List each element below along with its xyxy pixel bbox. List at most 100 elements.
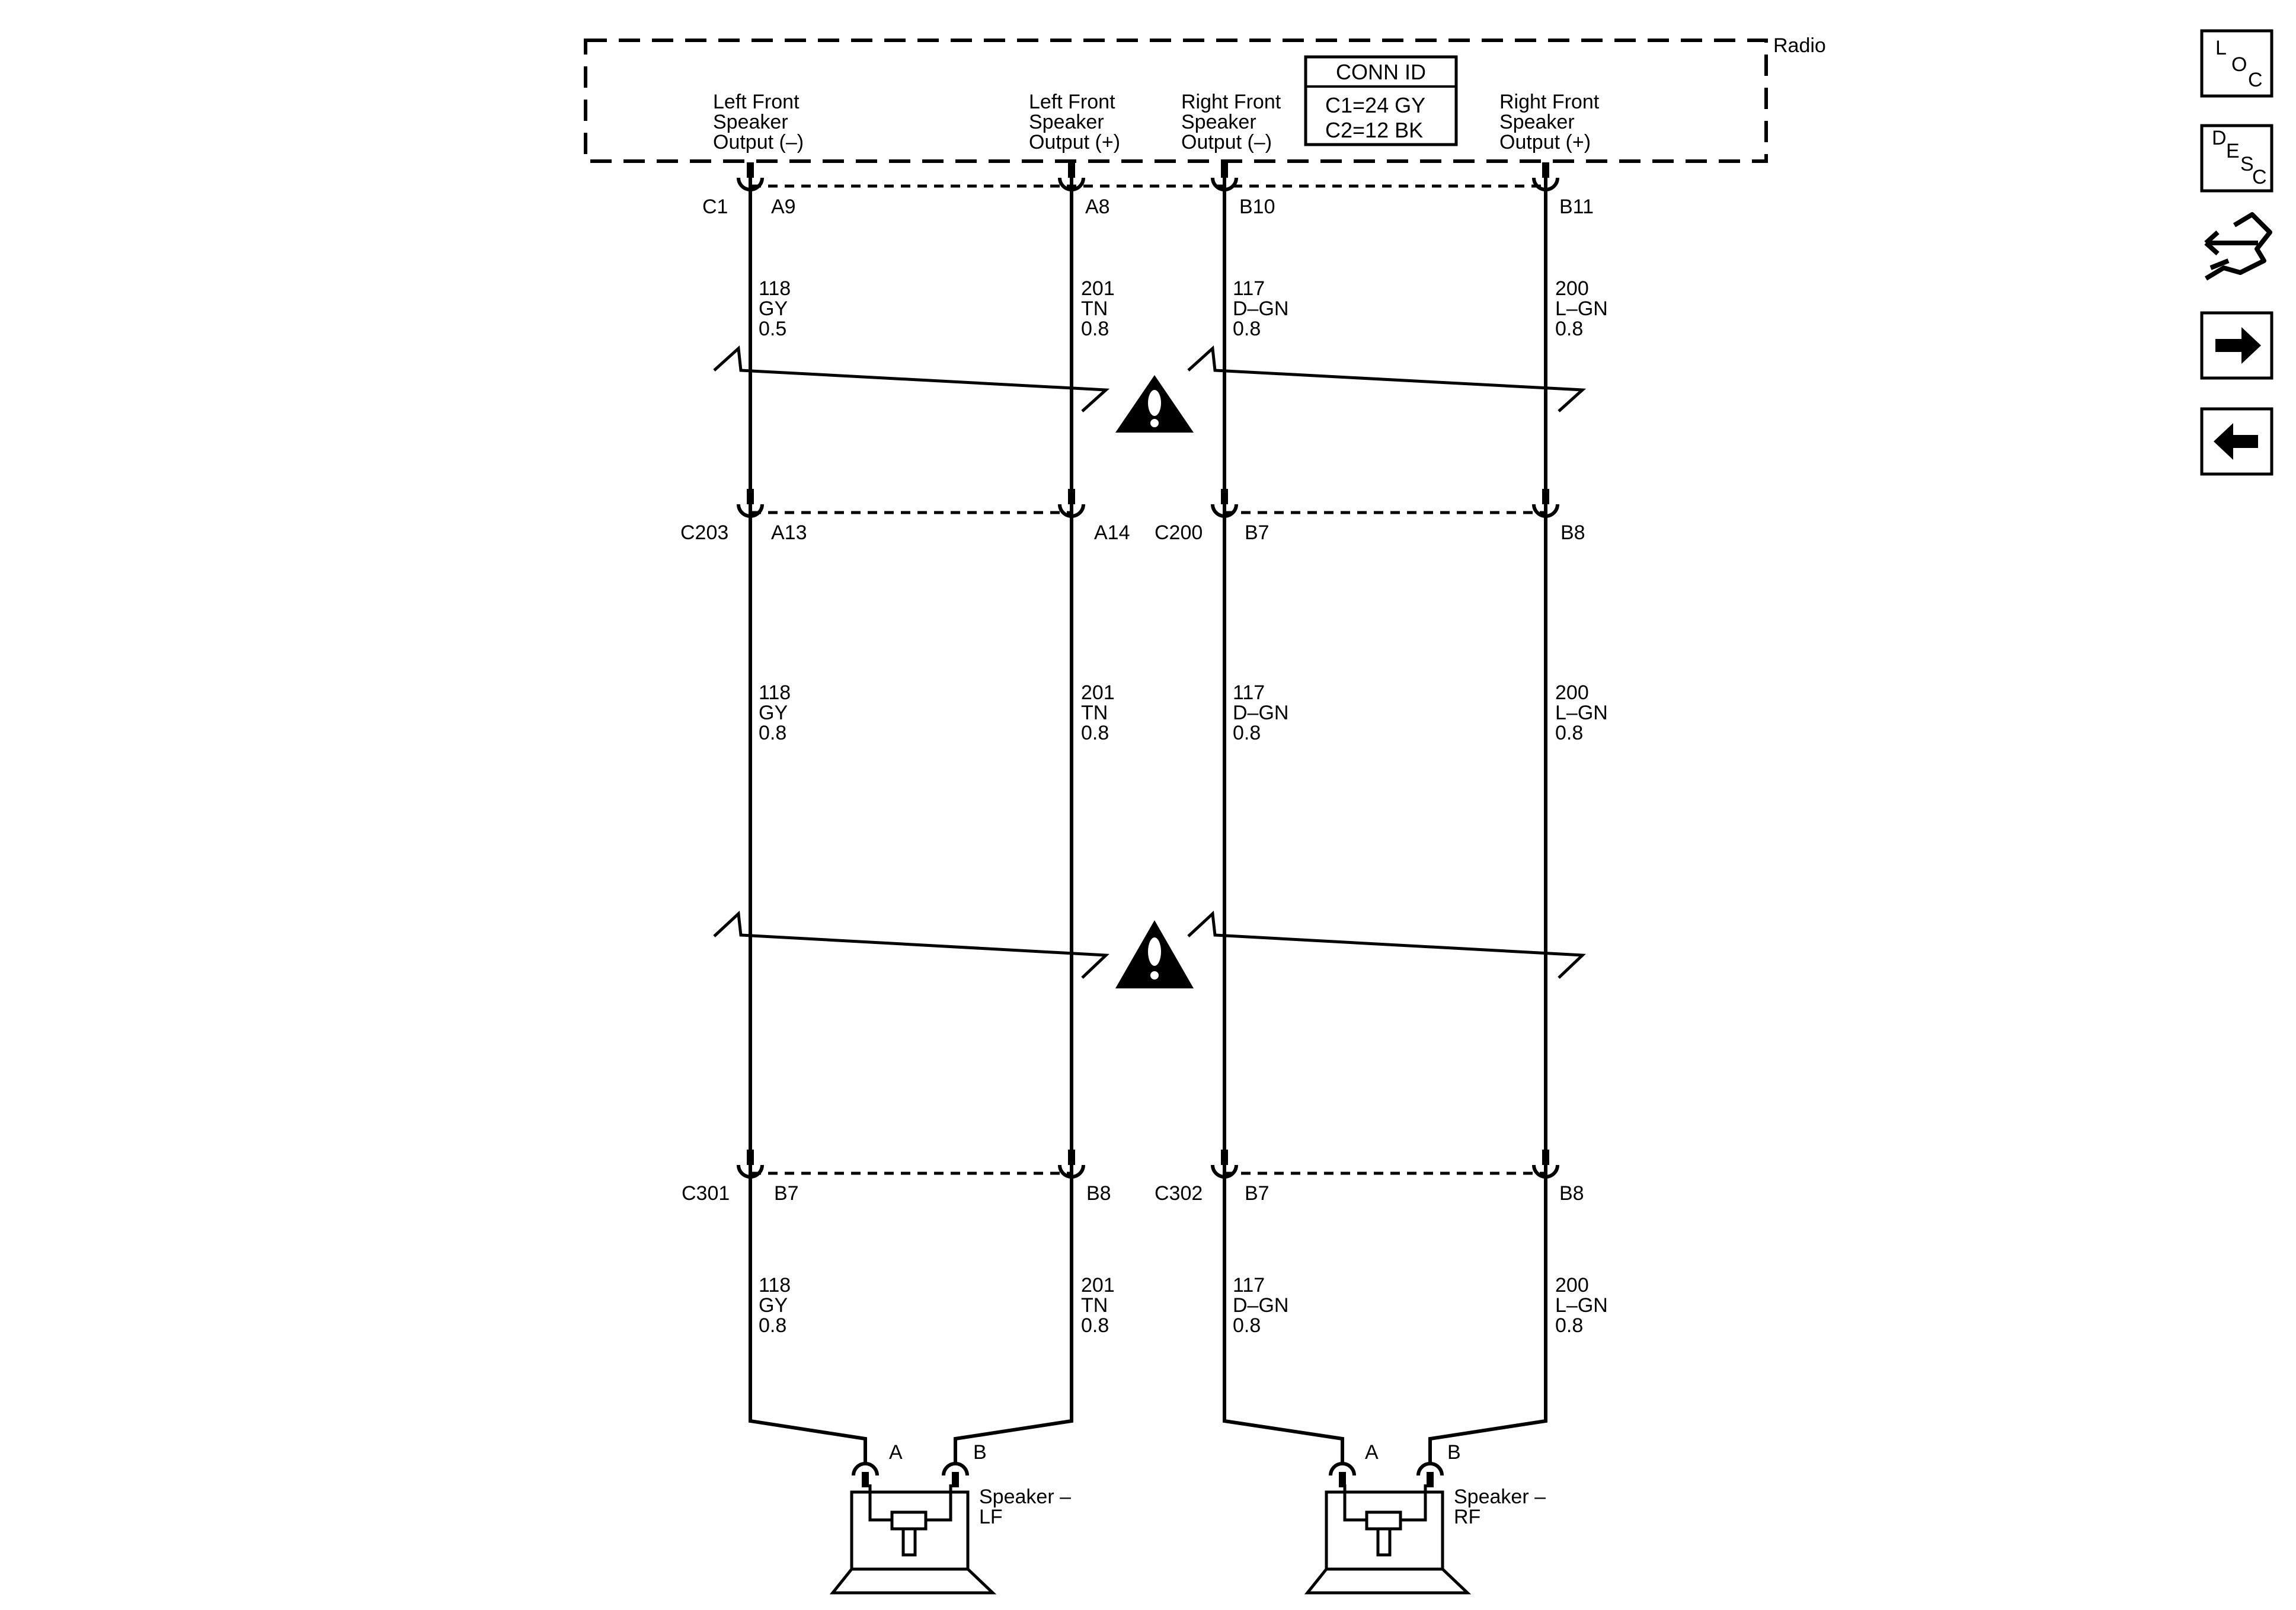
svg-text:Output (–): Output (–) [1181,131,1272,153]
svg-text:Right Front: Right Front [1181,91,1281,113]
speaker-pin-b: B [1447,1441,1461,1464]
pin-label: B11 [1559,196,1594,218]
caution-icon [1115,375,1194,433]
speaker-pin-b: B [973,1441,987,1464]
svg-text:O: O [2231,53,2247,76]
terminal-cup [1058,177,1085,191]
speaker-label: Speaker – [1454,1486,1546,1508]
terminal-pin [747,162,754,178]
svg-text:Output (+): Output (+) [1499,131,1591,153]
svg-text:200: 200 [1555,277,1589,300]
terminal-cup [1211,1164,1238,1179]
terminal-pin [1068,162,1075,178]
terminal-cup [737,177,764,191]
terminal-pin [862,1472,869,1487]
svg-text:S: S [2240,153,2254,175]
svg-text:TN: TN [1081,1294,1108,1317]
terminal-pin [1339,1472,1346,1487]
terminal-pin [1427,1472,1434,1487]
terminal-cup [1058,1164,1085,1179]
svg-text:118: 118 [759,681,791,704]
svg-text:0.8: 0.8 [1233,1314,1261,1337]
loc-icon[interactable]: L O C [2200,29,2273,98]
svg-text:200: 200 [1555,1274,1589,1297]
wire-rf-neg [1223,178,1344,1464]
terminal-pin [1221,489,1228,504]
wire-lf-pos [954,178,1073,1464]
svg-text:Speaker: Speaker [713,111,788,133]
radio-label: Radio [1773,34,1826,57]
terminal-pin [1542,489,1549,504]
desc-icon[interactable]: D E S C [2200,124,2273,193]
svg-text:TN: TN [1081,702,1108,724]
svg-text:201: 201 [1081,277,1115,300]
next-arrow-icon[interactable] [2200,311,2273,380]
svg-text:117: 117 [1233,277,1265,300]
svg-text:118: 118 [759,1274,791,1297]
pin-label: B7 [774,1182,799,1205]
terminal-pin [747,489,754,504]
back-arrow-icon[interactable] [2200,407,2273,476]
conn-id-line-2: C2=12 BK [1325,118,1423,142]
terminal-pin [1221,162,1228,178]
speaker-pin-a: A [1365,1441,1379,1464]
pin-label: A9 [771,196,796,218]
terminal-cup [1416,1462,1444,1476]
twisted-pair-symbol [713,345,1587,979]
connector-name-c301: C301 [682,1182,730,1205]
terminal-cup [1058,504,1085,518]
svg-text:117: 117 [1233,1274,1265,1297]
svg-text:Speaker: Speaker [1029,111,1104,133]
terminal-cup [1329,1462,1356,1476]
conn-id-box: CONN ID C1=24 GY C2=12 BK [1304,55,1458,146]
terminal-pin [1542,1150,1549,1165]
pin-label: B10 [1239,196,1275,218]
connector-terminals [737,162,1559,1487]
connector-name-c302: C302 [1155,1182,1203,1205]
svg-text:Right Front: Right Front [1499,91,1600,113]
svg-text:L–GN: L–GN [1555,1294,1608,1317]
svg-text:L–GN: L–GN [1555,297,1608,320]
terminal-cup [1211,504,1238,518]
svg-text:0.8: 0.8 [1081,1314,1109,1337]
svg-text:Speaker: Speaker [1499,111,1575,133]
svg-text:Left Front: Left Front [1029,91,1115,113]
svg-text:Left Front: Left Front [713,91,800,113]
terminal-cup [1211,177,1238,191]
svg-text:0.8: 0.8 [759,1314,786,1337]
pin-label: B8 [1559,1182,1584,1205]
output-label-lf-pos: Left Front Speaker Output (+) [1029,91,1120,153]
terminal-cup [1532,1164,1559,1179]
connector-name-c200: C200 [1155,521,1203,544]
pin-label: A13 [771,521,807,544]
speaker-pin-a: A [889,1441,903,1464]
terminal-cup [737,504,764,518]
svg-text:201: 201 [1081,1274,1115,1297]
svg-text:L–GN: L–GN [1555,702,1608,724]
svg-text:118: 118 [759,277,791,300]
terminal-pin [1542,162,1549,178]
conn-id-line-1: C1=24 GY [1325,93,1425,117]
wire-rf-pos [1428,178,1547,1464]
pin-label: B8 [1560,521,1585,544]
harness-icon[interactable] [2204,212,2272,281]
terminal-pin [952,1472,959,1487]
svg-text:C: C [2252,166,2267,188]
terminal-pin [1068,1150,1075,1165]
svg-text:0.8: 0.8 [1233,318,1261,340]
pin-label: A8 [1085,196,1110,218]
svg-text:Output (–): Output (–) [713,131,804,153]
pin-label: A14 [1094,521,1130,544]
svg-text:Speaker: Speaker [1181,111,1256,133]
